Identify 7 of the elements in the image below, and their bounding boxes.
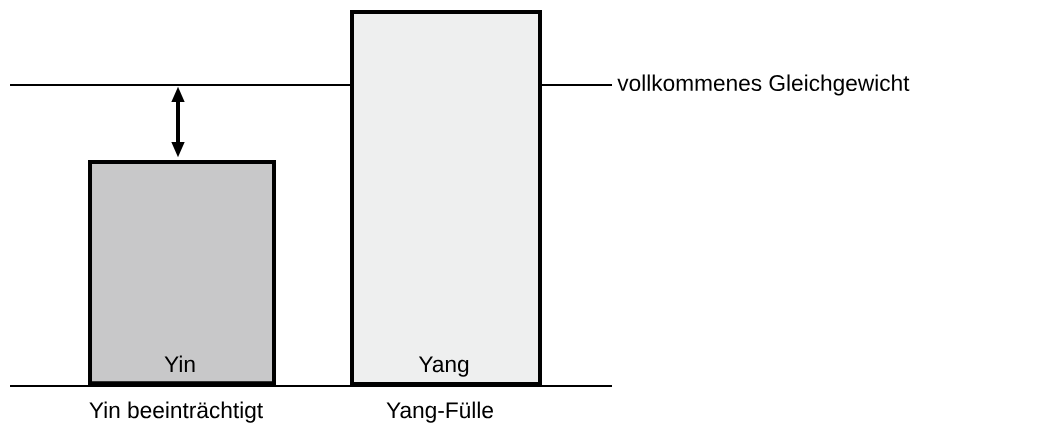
node-label: Yang-Fülle — [386, 401, 493, 423]
bar-label: Yin — [164, 355, 195, 372]
bar-label: Yang — [418, 356, 469, 377]
bar — [88, 160, 276, 386]
bar — [350, 10, 542, 386]
line-label: vollkommenes Gleichgewicht — [617, 74, 910, 96]
node-label: Yin beeinträchtigt — [89, 401, 263, 423]
